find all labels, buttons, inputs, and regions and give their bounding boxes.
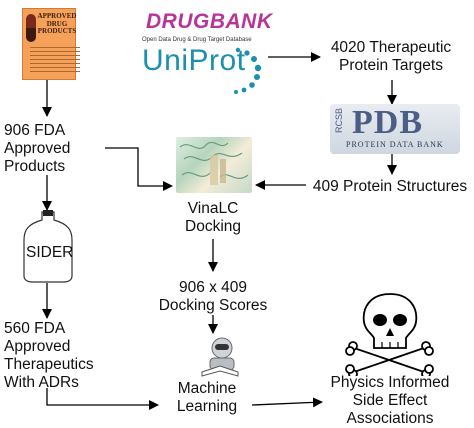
drugbank-tagline: Open Data Drug & Drug Target Database — [142, 37, 252, 43]
pdb-subtitle: PROTEIN DATA BANK — [346, 140, 444, 149]
ml-label: Machine Learning — [176, 380, 238, 415]
pdb-logo: RCSB PDB PROTEIN DATA BANK — [330, 104, 460, 154]
uniprot-dots-icon — [234, 47, 262, 94]
arrow-adr-to-ml — [46, 388, 159, 410]
drug-book-icon: APPROVED DRUG PRODUCTS — [22, 8, 80, 80]
vinalc-label: VinaLC Docking — [185, 200, 241, 235]
associations-label: Physics Informed Side Effect Association… — [330, 374, 450, 427]
targets-label: 4020 Therapeutic Protein Targets — [330, 39, 452, 74]
arrow-fda-to-vinalc — [105, 147, 173, 191]
sider-label: SIDER — [26, 244, 74, 261]
protein-docking-icon — [176, 137, 252, 193]
drugbank-logo: DRUGBANK — [146, 10, 273, 33]
skull-crossbones-icon — [345, 293, 434, 376]
book-title: APPROVED DRUG PRODUCTS — [37, 12, 77, 35]
robot-reading-icon — [201, 337, 239, 377]
uniprot-logo: UniProt — [142, 44, 246, 77]
fda-products-label: 906 FDA Approved Products — [4, 122, 71, 175]
pdb-word: PDB — [352, 104, 423, 141]
pdb-rcsb: RCSB — [334, 108, 344, 134]
structures-label: 409 Protein Structures — [312, 178, 468, 195]
docking-scores-label: 906 x 409 Docking Scores — [158, 279, 268, 314]
arrow-ml-to-associations — [251, 397, 323, 408]
bottle-icon — [23, 210, 73, 283]
adr-therapeutics-label: 560 FDA Approved Therapeutics With ADRs — [4, 320, 94, 391]
